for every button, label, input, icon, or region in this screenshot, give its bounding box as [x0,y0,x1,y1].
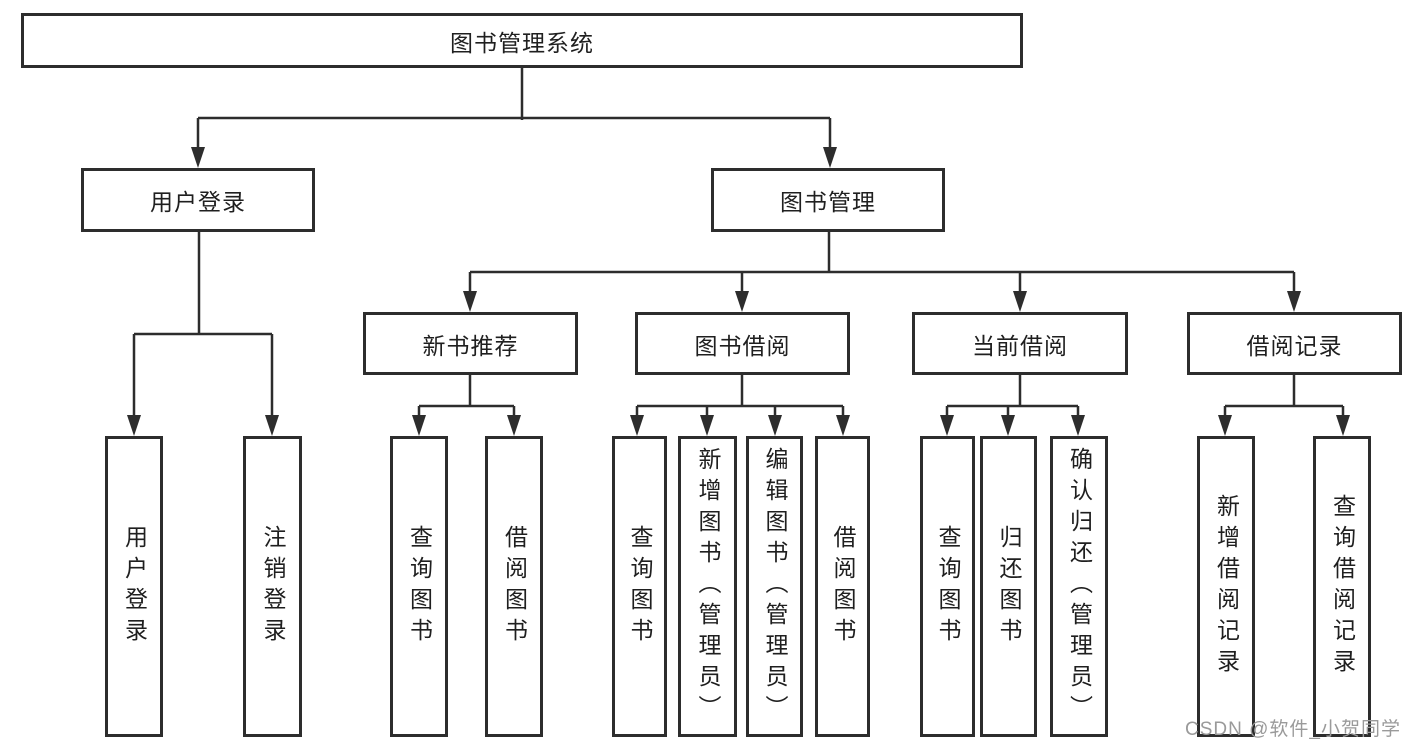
leaf-return-books-label: 归还图书 [996,524,1022,649]
node-current-borrow-label: 当前借阅 [972,332,1068,359]
leaf-query-borrow-record-label: 查询借阅记录 [1329,493,1356,680]
node-book-management-label: 图书管理 [780,189,876,215]
leaf-add-books-admin-label: 新增图书（管理员） [695,447,721,726]
leaf-borrow-books-label: 借阅图书 [830,524,856,649]
node-borrow-records-label: 借阅记录 [1246,332,1343,359]
node-root: 图书管理系统 [21,13,1023,68]
leaf-confirm-return-admin: 确认归还（管理员） [1050,436,1108,737]
leaf-edit-books-admin: 编辑图书（管理员） [746,436,803,737]
node-current-borrow: 当前借阅 [912,312,1128,375]
leaf-query-books-current-label: 查询图书 [935,524,961,649]
leaf-query-books-current: 查询图书 [920,436,975,737]
node-new-book-recommend-label: 新书推荐 [422,332,519,359]
leaf-borrow-books: 借阅图书 [815,436,870,737]
leaf-return-books: 归还图书 [980,436,1037,737]
leaf-add-borrow-record: 新增借阅记录 [1197,436,1255,737]
node-book-borrow-label: 图书借阅 [694,332,791,359]
leaf-edit-books-admin-label: 编辑图书（管理员） [762,447,788,726]
leaf-borrow-books-recommend: 借阅图书 [485,436,543,737]
leaf-confirm-return-admin-label: 确认归还（管理员） [1066,447,1093,726]
leaf-logout-login: 注销登录 [243,436,302,737]
node-user-login: 用户登录 [81,168,315,232]
leaf-add-borrow-record-label: 新增借阅记录 [1213,493,1240,680]
leaf-query-books-recommend-label: 查询图书 [406,524,433,649]
leaf-add-books-admin: 新增图书（管理员） [678,436,737,737]
node-new-book-recommend: 新书推荐 [363,312,578,375]
leaf-query-books-borrow: 查询图书 [612,436,667,737]
node-root-label: 图书管理系统 [450,29,594,56]
leaf-borrow-books-recommend-label: 借阅图书 [501,524,528,649]
csdn-watermark: CSDN @软件_小贺同学 [1185,719,1401,740]
leaf-user-login-label: 用户登录 [121,524,148,649]
leaf-query-books-borrow-label: 查询图书 [627,524,653,649]
node-book-management: 图书管理 [711,168,945,232]
leaf-query-borrow-record: 查询借阅记录 [1313,436,1371,737]
leaf-query-books-recommend: 查询图书 [390,436,448,737]
node-borrow-records: 借阅记录 [1187,312,1402,375]
node-user-login-label: 用户登录 [150,189,246,215]
node-book-borrow: 图书借阅 [635,312,850,375]
leaf-logout-login-label: 注销登录 [260,524,286,649]
leaf-user-login: 用户登录 [105,436,163,737]
